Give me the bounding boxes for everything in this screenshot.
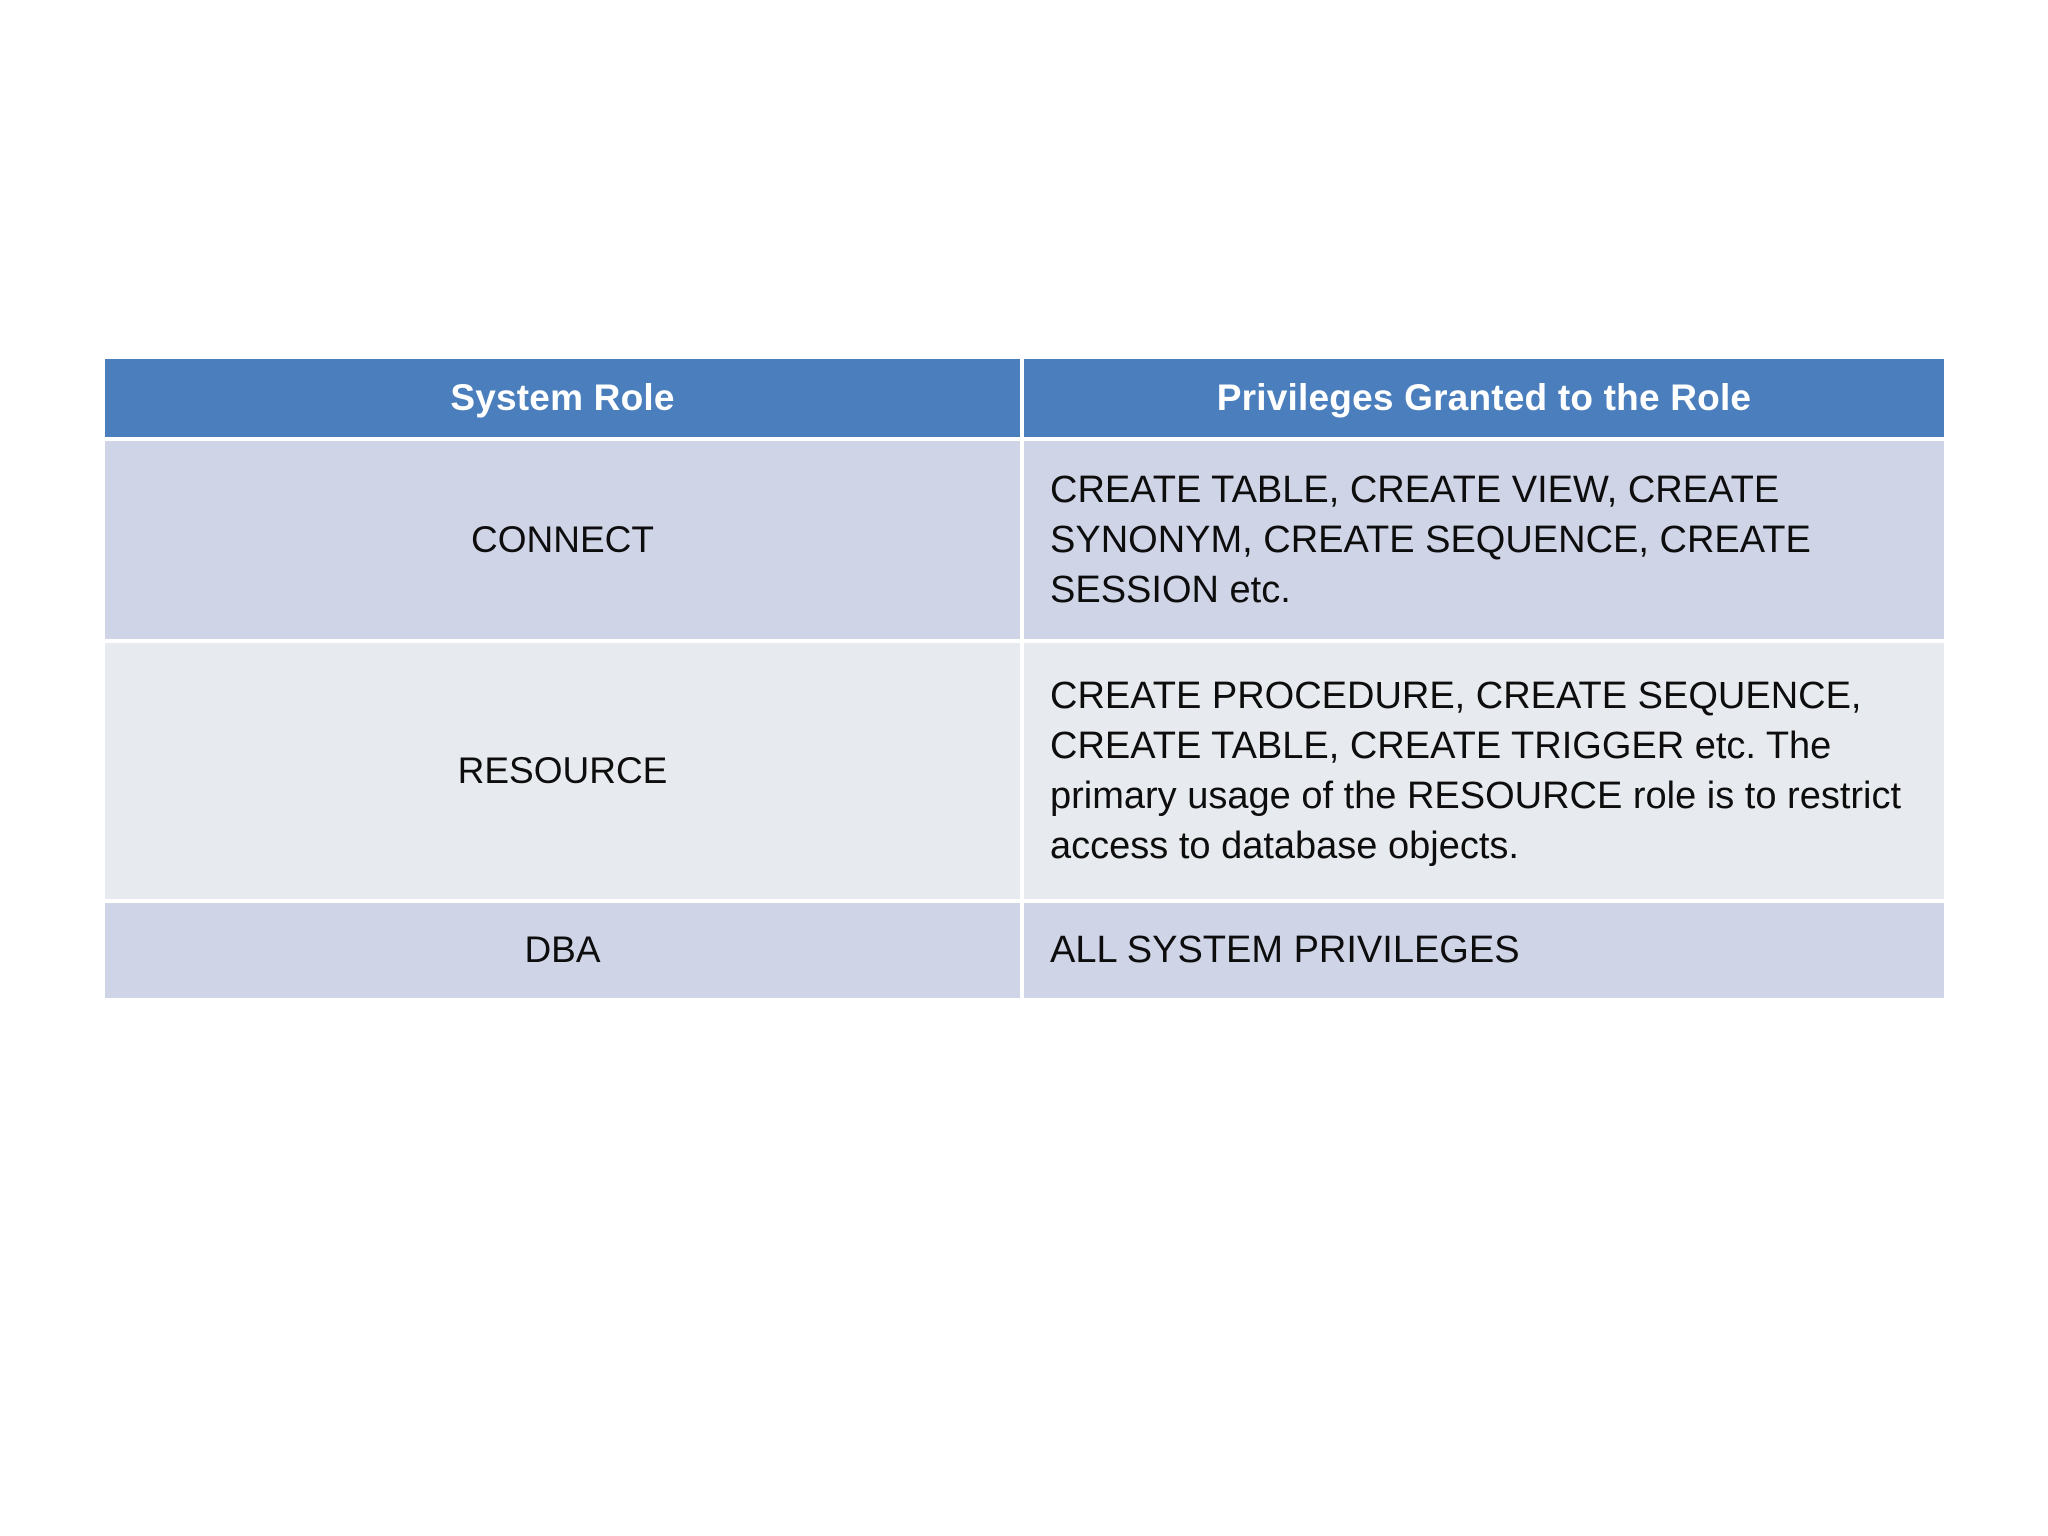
privileges-text: CREATE PROCEDURE, CREATE SEQUENCE, CREAT… [1050, 674, 1902, 868]
privileges-text: CREATE TABLE, CREATE VIEW, CREATE SYNONY… [1050, 468, 1811, 612]
column-header-system-role: System Role [105, 359, 1024, 441]
table-row: DBA ALL SYSTEM PRIVILEGES [105, 903, 1944, 998]
cell-role-dba: DBA [105, 903, 1024, 998]
cell-privileges-connect: CREATE TABLE, CREATE VIEW, CREATE SYNONY… [1024, 441, 1944, 643]
cell-privileges-resource: CREATE PROCEDURE, CREATE SEQUENCE, CREAT… [1024, 643, 1944, 903]
table-header-row: System Role Privileges Granted to the Ro… [105, 359, 1944, 441]
cell-role-resource: RESOURCE [105, 643, 1024, 903]
table-row: RESOURCE CREATE PROCEDURE, CREATE SEQUEN… [105, 643, 1944, 903]
system-roles-table: System Role Privileges Granted to the Ro… [105, 359, 1944, 998]
table-body: CONNECT CREATE TABLE, CREATE VIEW, CREAT… [105, 441, 1944, 998]
column-header-privileges: Privileges Granted to the Role [1024, 359, 1944, 441]
table-header: System Role Privileges Granted to the Ro… [105, 359, 1944, 441]
cell-privileges-dba: ALL SYSTEM PRIVILEGES [1024, 903, 1944, 998]
table-row: CONNECT CREATE TABLE, CREATE VIEW, CREAT… [105, 441, 1944, 643]
cell-role-connect: CONNECT [105, 441, 1024, 643]
privileges-text: ALL SYSTEM PRIVILEGES [1050, 929, 1520, 972]
